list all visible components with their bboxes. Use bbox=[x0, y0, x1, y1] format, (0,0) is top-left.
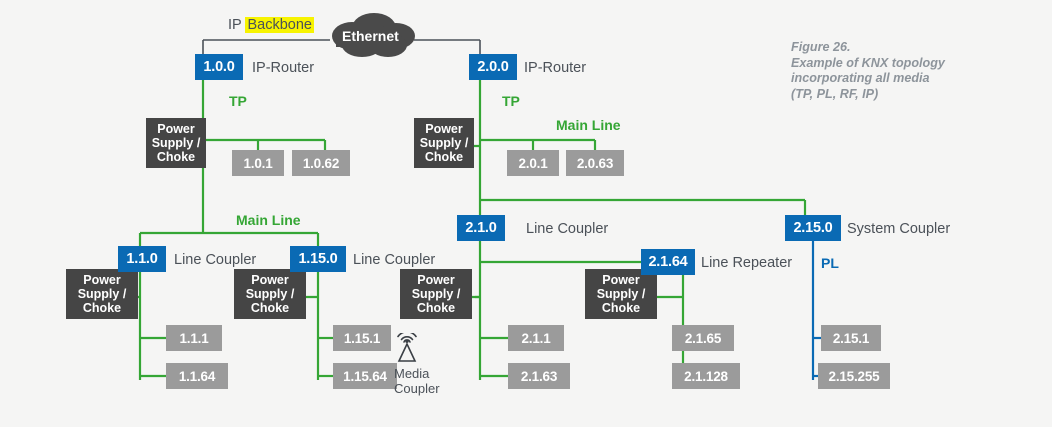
psu-line-3: Choke bbox=[424, 150, 464, 164]
label-line-coupler-1-15-0: Line Coupler bbox=[353, 252, 436, 268]
label-system-coupler-2-15-0: System Coupler bbox=[847, 221, 951, 237]
badge-line-coupler-1-15-0[interactable]: 1.15.0 bbox=[290, 246, 346, 272]
psu-line-2: Supply / bbox=[411, 287, 461, 301]
psu-line-1: Power bbox=[602, 273, 640, 287]
label-medium-tp-1: TP bbox=[229, 93, 247, 109]
device-box-1-1-1[interactable]: 1.1.1 bbox=[166, 325, 222, 351]
label-ip-router-1: IP-Router bbox=[252, 60, 315, 76]
device-box-2-1-1[interactable]: 2.1.1 bbox=[508, 325, 564, 351]
psu-line-3: Choke bbox=[250, 301, 290, 315]
psu-line-1: Power bbox=[83, 273, 121, 287]
device-box-2-0-1[interactable]: 2.0.1 bbox=[507, 150, 559, 176]
psu-line-2: Supply / bbox=[151, 136, 201, 150]
psu-line-3: Choke bbox=[416, 301, 456, 315]
media-coupler-line-2: Coupler bbox=[394, 381, 440, 396]
device-box-1-0-62[interactable]: 1.0.62 bbox=[292, 150, 350, 176]
device-box-2-0-63[interactable]: 2.0.63 bbox=[566, 150, 624, 176]
label-main-line-1: Main Line bbox=[236, 212, 301, 228]
power-supply-choke-1: Power Supply / Choke bbox=[146, 118, 206, 168]
psu-line-1: Power bbox=[251, 273, 289, 287]
media-coupler-label: Media Coupler bbox=[394, 366, 440, 396]
device-box-2-15-255[interactable]: 2.15.255 bbox=[818, 363, 890, 389]
label-ip-router-2: IP-Router bbox=[524, 60, 587, 76]
psu-line-3: Choke bbox=[82, 301, 122, 315]
psu-line-2: Supply / bbox=[245, 287, 295, 301]
device-box-1-15-1[interactable]: 1.15.1 bbox=[333, 325, 391, 351]
media-coupler-line-1: Media bbox=[394, 366, 430, 381]
badge-ip-router-2[interactable]: 2.0.0 bbox=[469, 54, 517, 80]
badge-line-coupler-2-1-0[interactable]: 2.1.0 bbox=[457, 215, 505, 241]
device-box-1-1-64[interactable]: 1.1.64 bbox=[166, 363, 228, 389]
power-supply-choke-4: Power Supply / Choke bbox=[234, 269, 306, 319]
ethernet-cloud bbox=[332, 13, 415, 57]
device-box-1-15-64[interactable]: 1.15.64 bbox=[333, 363, 397, 389]
power-supply-choke-2: Power Supply / Choke bbox=[414, 118, 474, 168]
badge-ip-router-1[interactable]: 1.0.0 bbox=[195, 54, 243, 80]
ip-backbone-label: IP Backbone bbox=[228, 17, 314, 33]
caption-line-4: (TP, PL, RF, IP) bbox=[791, 86, 879, 101]
label-line-coupler-2-1-0: Line Coupler bbox=[526, 221, 609, 237]
device-box-2-1-65[interactable]: 2.1.65 bbox=[672, 325, 734, 351]
label-medium-tp-2: TP bbox=[502, 93, 520, 109]
psu-line-2: Supply / bbox=[419, 136, 469, 150]
psu-line-1: Power bbox=[425, 122, 463, 136]
psu-line-2: Supply / bbox=[77, 287, 127, 301]
caption-line-3: incorporating all media bbox=[791, 71, 930, 85]
badge-line-repeater-2-1-64[interactable]: 2.1.64 bbox=[641, 249, 695, 275]
psu-line-1: Power bbox=[417, 273, 455, 287]
power-supply-choke-3: Power Supply / Choke bbox=[66, 269, 138, 319]
psu-line-3: Choke bbox=[601, 301, 641, 315]
ip-backbone-highlight: Backbone bbox=[245, 17, 314, 33]
psu-line-1: Power bbox=[157, 122, 195, 136]
label-line-repeater-2-1-64: Line Repeater bbox=[701, 255, 793, 271]
label-medium-pl: PL bbox=[821, 255, 839, 271]
device-box-1-0-1[interactable]: 1.0.1 bbox=[232, 150, 284, 176]
device-box-2-1-63[interactable]: 2.1.63 bbox=[508, 363, 570, 389]
power-supply-choke-6: Power Supply / Choke bbox=[585, 269, 657, 319]
psu-line-2: Supply / bbox=[596, 287, 646, 301]
caption-line-2: Example of KNX topology bbox=[791, 55, 945, 70]
figure-caption: Figure 26. Example of KNX topology incor… bbox=[791, 40, 1006, 102]
ip-backbone-prefix: IP bbox=[228, 17, 246, 33]
label-line-coupler-1-1-0: Line Coupler bbox=[174, 252, 257, 268]
caption-line-1: Figure 26. bbox=[791, 40, 851, 54]
label-main-line-2: Main Line bbox=[556, 117, 621, 133]
device-box-2-15-1[interactable]: 2.15.1 bbox=[821, 325, 881, 351]
badge-system-coupler-2-15-0[interactable]: 2.15.0 bbox=[785, 215, 841, 241]
badge-line-coupler-1-1-0[interactable]: 1.1.0 bbox=[118, 246, 166, 272]
ethernet-label: Ethernet bbox=[342, 28, 399, 44]
rf-antenna-icon bbox=[397, 333, 417, 362]
psu-line-3: Choke bbox=[156, 150, 196, 164]
power-supply-choke-5: Power Supply / Choke bbox=[400, 269, 472, 319]
device-box-2-1-128[interactable]: 2.1.128 bbox=[672, 363, 740, 389]
